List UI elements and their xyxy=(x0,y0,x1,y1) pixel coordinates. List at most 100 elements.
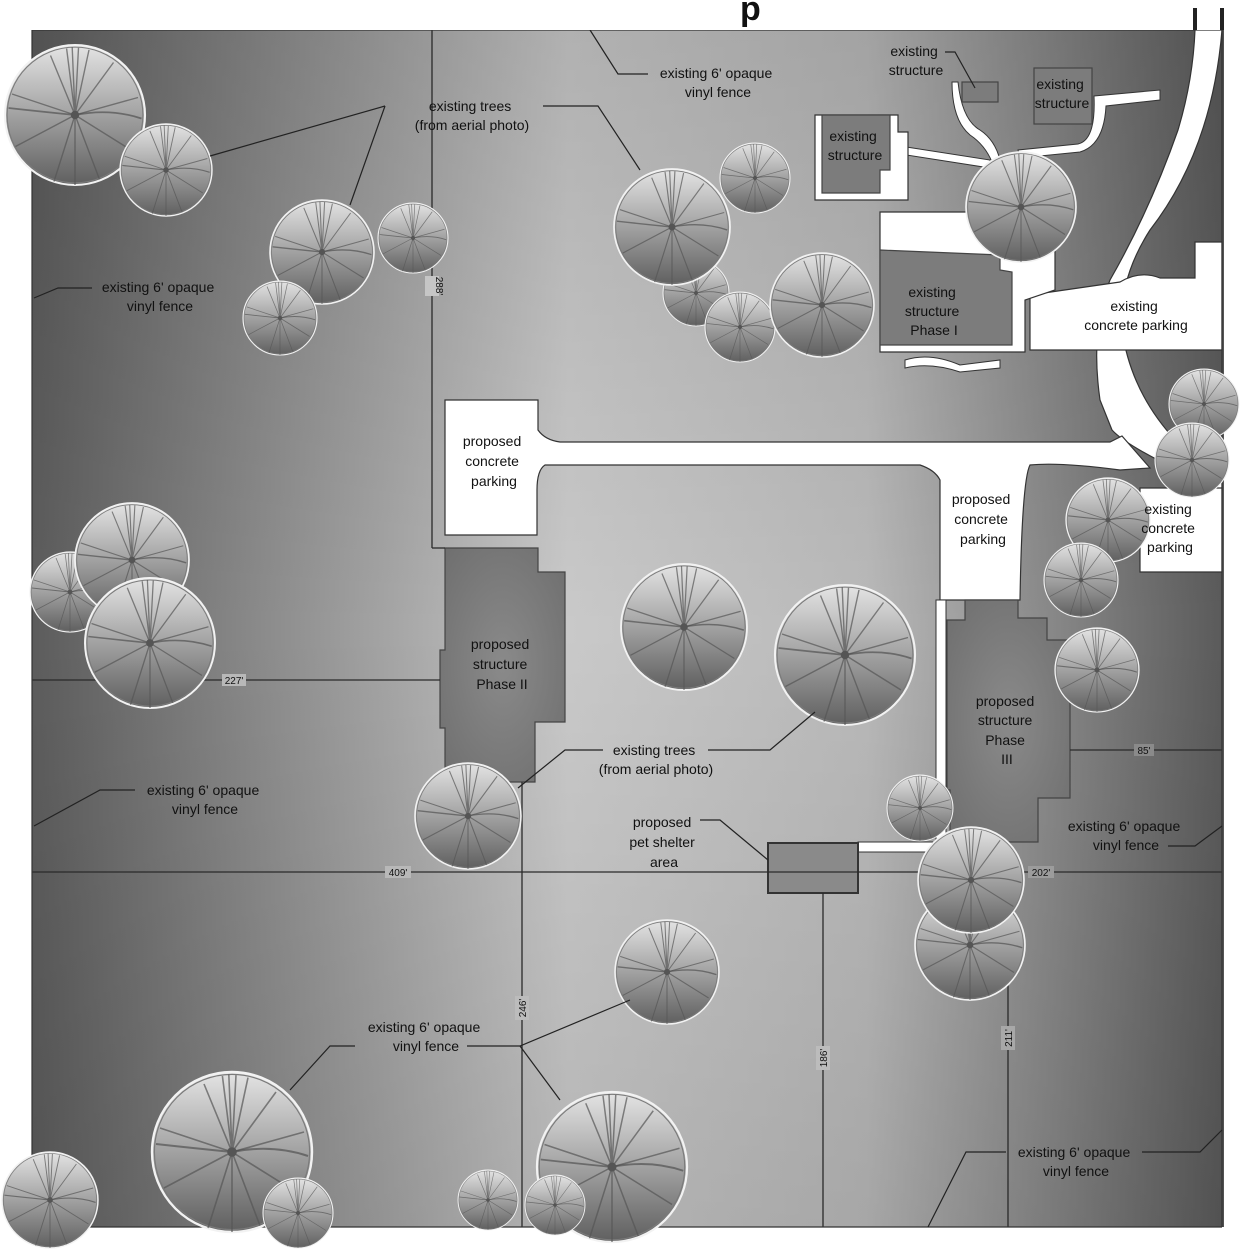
label-structure-b-l1: existing xyxy=(1036,76,1083,92)
label-parking-existing-top-l2: concrete parking xyxy=(1084,317,1188,333)
label-parking-existing-right: existing concrete parking xyxy=(1141,501,1199,555)
label-trees-top-l1: existing trees xyxy=(429,98,511,114)
tree-21 xyxy=(775,585,915,725)
label-fence-left-lower-l2: vinyl fence xyxy=(172,801,238,817)
dimension-85: 85' xyxy=(1137,746,1150,757)
proposed-access-drive xyxy=(444,399,1152,601)
dim-288-bg xyxy=(425,276,439,296)
label-phase-1-l3: Phase I xyxy=(910,322,957,338)
tree-08 xyxy=(720,143,790,213)
dimension-409: 409' xyxy=(389,868,408,879)
tree-16 xyxy=(1055,628,1139,712)
tree-13 xyxy=(1155,423,1229,497)
label-phase-2-l2: structure xyxy=(473,656,528,672)
label-parking-proposed-left-l3: parking xyxy=(471,473,517,489)
label-trees-center-l1: existing trees xyxy=(613,742,695,758)
dim-186-bg xyxy=(816,1046,830,1070)
label-parking-existing-top-l1: existing xyxy=(1110,298,1157,314)
label-parking-existing-top: existing concrete parking xyxy=(1084,298,1188,333)
tree-32 xyxy=(525,1175,585,1235)
dimension-288: 288' xyxy=(433,277,444,296)
label-phase-3-l1: proposed xyxy=(976,693,1034,709)
label-fence-right-bottom-l1: existing 6' opaque xyxy=(1018,1144,1131,1160)
label-parking-proposed-right-l1: proposed xyxy=(952,491,1010,507)
label-structure-c: existing structure xyxy=(828,128,883,163)
label-pet-shelter-l2: pet shelter xyxy=(629,834,695,850)
tree-07 xyxy=(614,169,730,285)
label-phase-1: existing structure Phase I xyxy=(905,284,963,338)
label-trees-center-l2: (from aerial photo) xyxy=(599,761,713,777)
labels: existing 6' opaque vinyl fence existing … xyxy=(102,43,1199,1179)
tree-22 xyxy=(415,763,521,869)
label-structure-a-l2: structure xyxy=(889,62,944,78)
label-fence-left-lower-l1: existing 6' opaque xyxy=(147,782,260,798)
proposed-pet-shelter xyxy=(767,842,859,894)
label-phase-2-l1: proposed xyxy=(471,636,529,652)
label-phase-2: proposed structure Phase II xyxy=(471,636,533,692)
tree-29 xyxy=(2,1152,98,1248)
tree-11 xyxy=(966,152,1076,262)
tree-31 xyxy=(458,1170,518,1230)
label-phase-2-l3: Phase II xyxy=(476,676,527,692)
label-phase-1-l1: existing xyxy=(908,284,955,300)
tree-15 xyxy=(1044,543,1118,617)
label-parking-existing-right-l1: existing xyxy=(1144,501,1191,517)
label-fence-right-mid-l2: vinyl fence xyxy=(1093,837,1159,853)
label-parking-proposed-left-l1: proposed xyxy=(463,433,521,449)
label-phase-3-l2: structure xyxy=(978,712,1033,728)
tree-23 xyxy=(887,775,953,841)
dimension-246: 246' xyxy=(518,999,529,1018)
label-pet-shelter: proposed pet shelter area xyxy=(629,814,698,870)
dim-202-bg xyxy=(1028,866,1054,878)
label-fence-right-mid: existing 6' opaque vinyl fence xyxy=(1068,818,1184,853)
label-fence-top-l1: existing 6' opaque xyxy=(660,65,773,81)
proposed-structure-phase-2 xyxy=(439,547,566,783)
existing-structure-b xyxy=(1033,67,1093,125)
label-fence-bottom-center: existing 6' opaque vinyl fence xyxy=(368,1019,484,1054)
label-parking-existing-right-l2: concrete xyxy=(1141,520,1195,536)
leader-lines xyxy=(33,29,1223,1228)
label-phase-3-l3: Phase xyxy=(985,732,1025,748)
pet-shelter-walk xyxy=(857,841,937,853)
label-phase-3: proposed structure Phase III xyxy=(976,693,1038,767)
dim-85-bg xyxy=(1134,744,1154,756)
header-strip xyxy=(0,0,1244,30)
label-parking-proposed-right-l3: parking xyxy=(960,531,1006,547)
label-fence-right-bottom: existing 6' opaque vinyl fence xyxy=(1018,1144,1134,1179)
label-parking-proposed-right-l2: concrete xyxy=(954,511,1008,527)
label-structure-b: existing structure xyxy=(1035,76,1090,111)
tree-19 xyxy=(85,578,215,708)
label-fence-left-upper-l1: existing 6' opaque xyxy=(102,279,215,295)
label-phase-3-l4: III xyxy=(1001,751,1013,767)
header-fragment: p xyxy=(740,0,761,28)
existing-structure-c xyxy=(821,114,891,194)
label-fence-right-mid-l1: existing 6' opaque xyxy=(1068,818,1181,834)
label-trees-top: existing trees (from aerial photo) xyxy=(415,98,529,133)
dimension-186: 186' xyxy=(819,1049,830,1068)
tree-05 xyxy=(243,281,317,355)
tree-09 xyxy=(705,292,775,362)
label-parking-existing-right-l3: parking xyxy=(1147,539,1193,555)
dim-211-bg xyxy=(1001,1026,1015,1050)
label-pet-shelter-l1: proposed xyxy=(633,814,691,830)
existing-structure-a xyxy=(961,81,999,103)
label-structure-b-l2: structure xyxy=(1035,95,1090,111)
label-fence-bottom-center-l1: existing 6' opaque xyxy=(368,1019,481,1035)
proposed-structure-phase-3 xyxy=(946,599,1071,843)
tree-10 xyxy=(770,253,874,357)
label-fence-right-bottom-l2: vinyl fence xyxy=(1043,1163,1109,1179)
tree-26 xyxy=(615,920,719,1024)
dimension-227: 227' xyxy=(225,676,244,687)
label-pet-shelter-l3: area xyxy=(650,854,678,870)
tree-04 xyxy=(378,203,448,273)
label-parking-proposed-right: proposed concrete parking xyxy=(952,491,1014,547)
label-trees-center: existing trees (from aerial photo) xyxy=(599,742,713,777)
dim-409-bg xyxy=(385,866,411,878)
label-fence-left-upper-l2: vinyl fence xyxy=(127,298,193,314)
label-fence-left-lower: existing 6' opaque vinyl fence xyxy=(147,782,263,817)
dimension-211: 211' xyxy=(1004,1029,1015,1047)
label-fence-top: existing 6' opaque vinyl fence xyxy=(660,65,776,100)
label-parking-proposed-left: proposed concrete parking xyxy=(463,433,525,489)
label-phase-1-l2: structure xyxy=(905,303,960,319)
